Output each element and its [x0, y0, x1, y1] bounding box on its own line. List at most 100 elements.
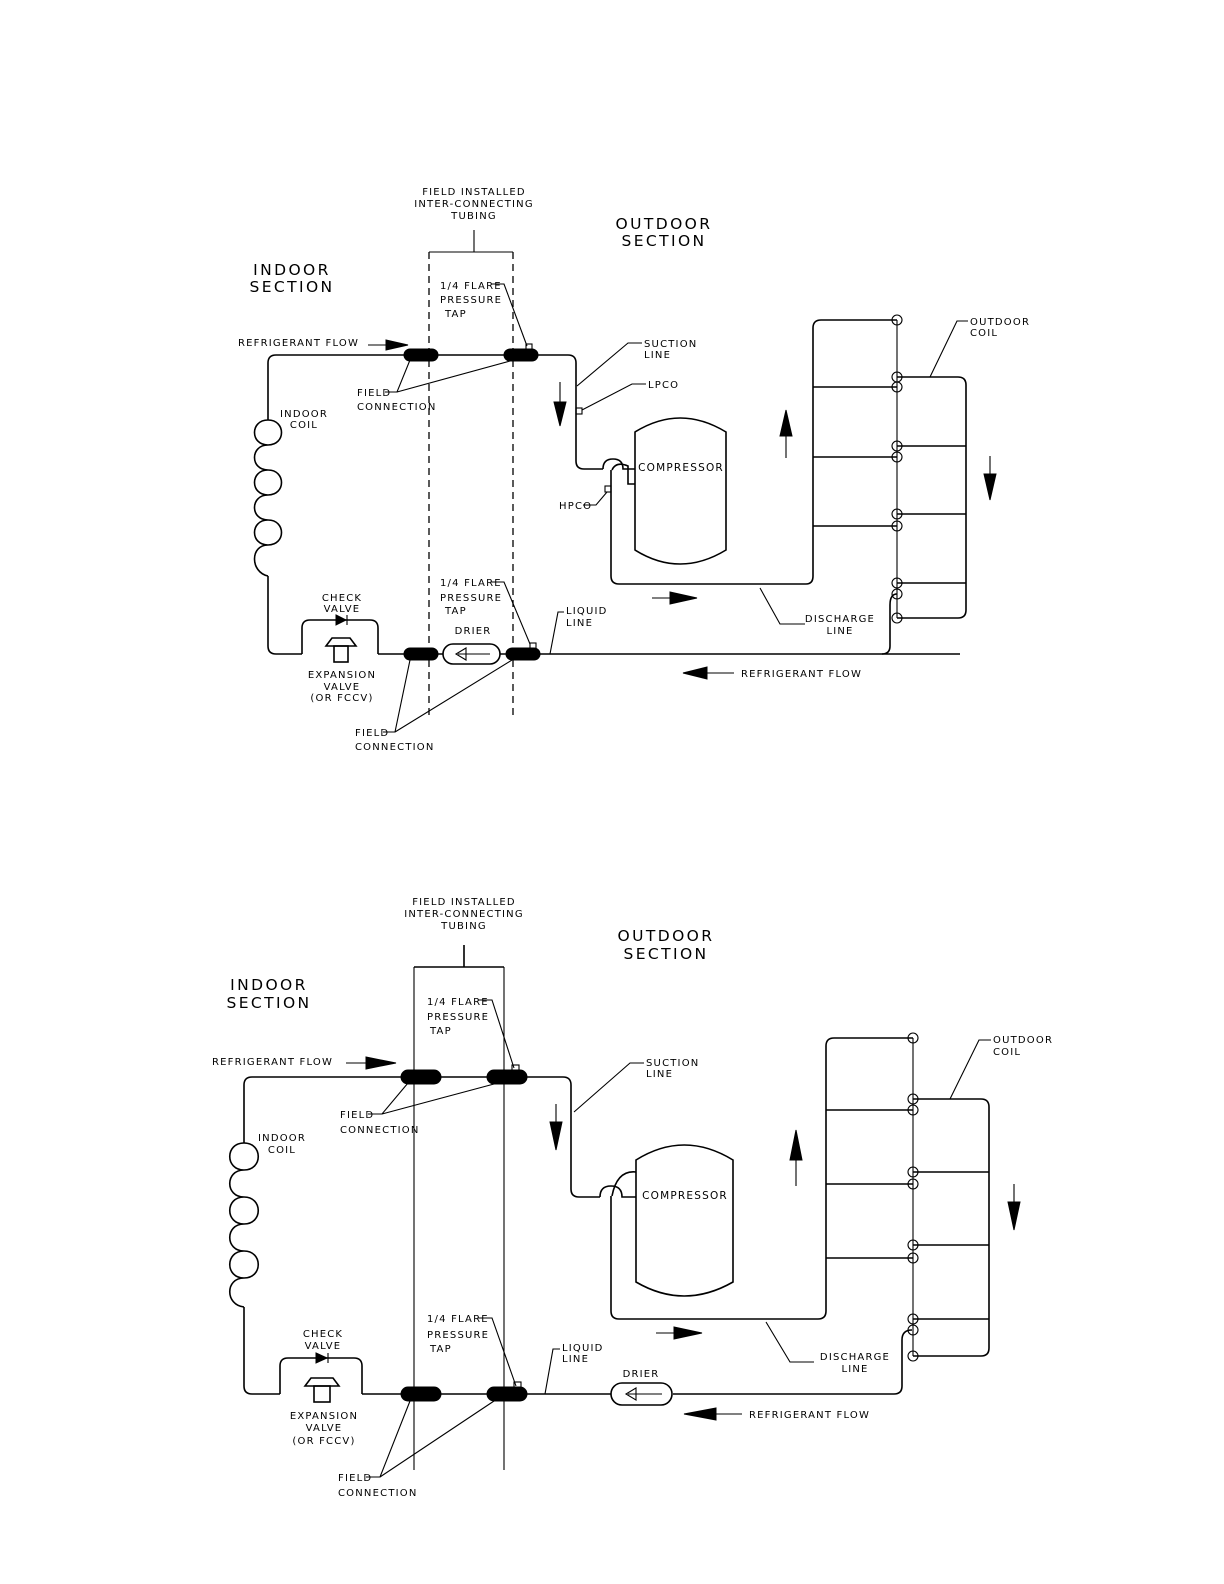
svg-text:TAP: TAP — [429, 1026, 452, 1037]
field-connection-upper-leader — [385, 359, 511, 393]
expansion-valve-icon — [324, 637, 358, 663]
flow-arrow-up-icon — [789, 1129, 803, 1161]
svg-text:CHECK: CHECK — [322, 593, 362, 604]
svg-text:DISCHARGE: DISCHARGE — [820, 1352, 890, 1363]
check-valve-icon — [315, 1352, 329, 1364]
suction-line-label: SUCTION LINE — [644, 339, 697, 361]
flow-arrow-up-icon — [779, 409, 793, 437]
refrigerant-flow-bottom-label: REFRIGERANT FLOW — [749, 1410, 870, 1421]
hpco-label: HPCO — [559, 501, 592, 512]
svg-text:INTER-CONNECTING: INTER-CONNECTING — [414, 199, 534, 210]
svg-text:COIL: COIL — [290, 420, 318, 431]
flare-bottom-leader — [478, 1317, 517, 1387]
compressor-body — [635, 1144, 734, 1297]
svg-text:FIELD INSTALLED: FIELD INSTALLED — [422, 187, 526, 198]
svg-text:INDOOR: INDOOR — [230, 976, 308, 994]
indoor-top-pipe — [243, 1076, 404, 1143]
refrigerant-flow-bottom-label: REFRIGERANT FLOW — [741, 669, 862, 680]
svg-text:FIELD: FIELD — [340, 1110, 374, 1121]
drier-arrow-icon — [454, 647, 490, 661]
check-valve-label: CHECK VALVE — [303, 1329, 342, 1352]
outdoor-coil-tubes — [826, 1109, 913, 1259]
flow-arrow-down-icon — [553, 401, 567, 427]
field-connection-fitting — [403, 647, 439, 661]
field-connection-fitting — [505, 647, 541, 661]
outdoor-coil-return — [913, 1098, 990, 1357]
svg-text:INDOOR: INDOOR — [280, 409, 328, 420]
svg-text:SUCTION: SUCTION — [644, 339, 697, 350]
tubing-bracket — [414, 945, 504, 968]
svg-text:TUBING: TUBING — [440, 921, 487, 932]
svg-text:LINE: LINE — [644, 350, 671, 361]
flow-arrow-down-icon — [1007, 1201, 1021, 1231]
field-connection-fitting — [503, 348, 539, 362]
refrigerant-flow-top-label: REFRIGERANT FLOW — [212, 1057, 333, 1068]
suction-leader — [576, 342, 642, 387]
svg-text:LINE: LINE — [562, 1354, 589, 1365]
svg-text:CONNECTION: CONNECTION — [338, 1488, 418, 1499]
outdoor-section-label: OUTDOOR SECTION — [618, 927, 713, 963]
svg-text:OUTDOOR: OUTDOOR — [970, 317, 1030, 328]
svg-text:SECTION: SECTION — [621, 232, 706, 250]
svg-text:LIQUID: LIQUID — [566, 606, 608, 617]
compressor-label: COMPRESSOR — [638, 462, 724, 474]
outdoor-coil-label: OUTDOOR COIL — [993, 1035, 1053, 1058]
svg-text:DISCHARGE: DISCHARGE — [805, 614, 875, 625]
field-connection-upper-label: FIELD CONNECTION — [357, 388, 435, 413]
discharge-line-pipe — [610, 1037, 913, 1320]
svg-text:EXPANSION: EXPANSION — [308, 670, 376, 681]
flare-top-leader — [491, 283, 528, 347]
lpco-switch — [575, 407, 583, 415]
field-installed-label: FIELD INSTALLED INTER-CONNECTING TUBING — [404, 897, 522, 932]
svg-text:SUCTION: SUCTION — [646, 1058, 699, 1069]
field-connection-lower-label: FIELD CONNECTION — [338, 1473, 418, 1499]
svg-text:LINE: LINE — [646, 1069, 673, 1080]
field-connection-lower-label: FIELD CONNECTION — [355, 728, 435, 753]
flare-tap-bottom — [513, 1381, 522, 1390]
outdoor-coil-leader — [949, 1039, 991, 1100]
svg-text:PRESSURE: PRESSURE — [440, 295, 502, 306]
discharge-line-pipe — [610, 319, 897, 585]
discharge-leader — [759, 587, 805, 625]
flare-tap-bottom — [529, 642, 537, 650]
svg-text:(OR FCCV): (OR FCCV) — [292, 1436, 355, 1447]
field-connection-fitting — [400, 1386, 442, 1402]
flare-top-leader — [478, 999, 515, 1069]
refrigerant-flow-top-label: REFRIGERANT FLOW — [238, 338, 359, 349]
compressor-body — [634, 417, 727, 565]
field-connection-lower-leader — [383, 659, 513, 733]
flare-tap-top-label: 1/4 FLARE PRESSURE TAP — [440, 281, 502, 320]
outdoor-section-label: OUTDOOR SECTION — [616, 215, 711, 250]
svg-text:COIL: COIL — [993, 1047, 1021, 1058]
suction-line-pipe — [404, 1076, 600, 1198]
drier-label: DRIER — [623, 1369, 660, 1380]
svg-text:TUBING: TUBING — [450, 211, 497, 222]
liquid-leader — [549, 611, 564, 655]
tubing-bracket — [429, 230, 513, 253]
discharge-line-label: DISCHARGE LINE — [805, 614, 875, 637]
flow-arrow-left-icon — [683, 1407, 717, 1421]
svg-text:CONNECTION: CONNECTION — [355, 742, 435, 753]
svg-text:SECTION: SECTION — [226, 994, 311, 1012]
liquid-line-label: LIQUID LINE — [566, 606, 608, 629]
liquid-leader — [544, 1348, 560, 1395]
svg-text:FIELD: FIELD — [355, 728, 389, 739]
indoor-bottom-pipe — [243, 1307, 280, 1395]
indoor-coil — [229, 1142, 259, 1308]
svg-text:LINE: LINE — [841, 1364, 868, 1375]
check-valve-bypass — [301, 619, 379, 654]
svg-text:TAP: TAP — [444, 309, 467, 320]
svg-text:SECTION: SECTION — [249, 278, 334, 296]
outdoor-coil-tubes — [813, 386, 897, 527]
svg-text:OUTDOOR: OUTDOOR — [993, 1035, 1053, 1046]
svg-text:SECTION: SECTION — [623, 945, 708, 963]
flare-tap-top-label: 1/4 FLARE PRESSURE TAP — [427, 997, 488, 1037]
compressor-inlet — [602, 458, 635, 470]
field-connection-upper-leader — [368, 1082, 495, 1115]
field-connection-fitting — [400, 1069, 442, 1085]
svg-text:TAP: TAP — [444, 606, 467, 617]
hpco-leader — [583, 491, 608, 506]
indoor-top-pipe — [267, 354, 408, 420]
field-connection-fitting — [486, 1069, 528, 1085]
